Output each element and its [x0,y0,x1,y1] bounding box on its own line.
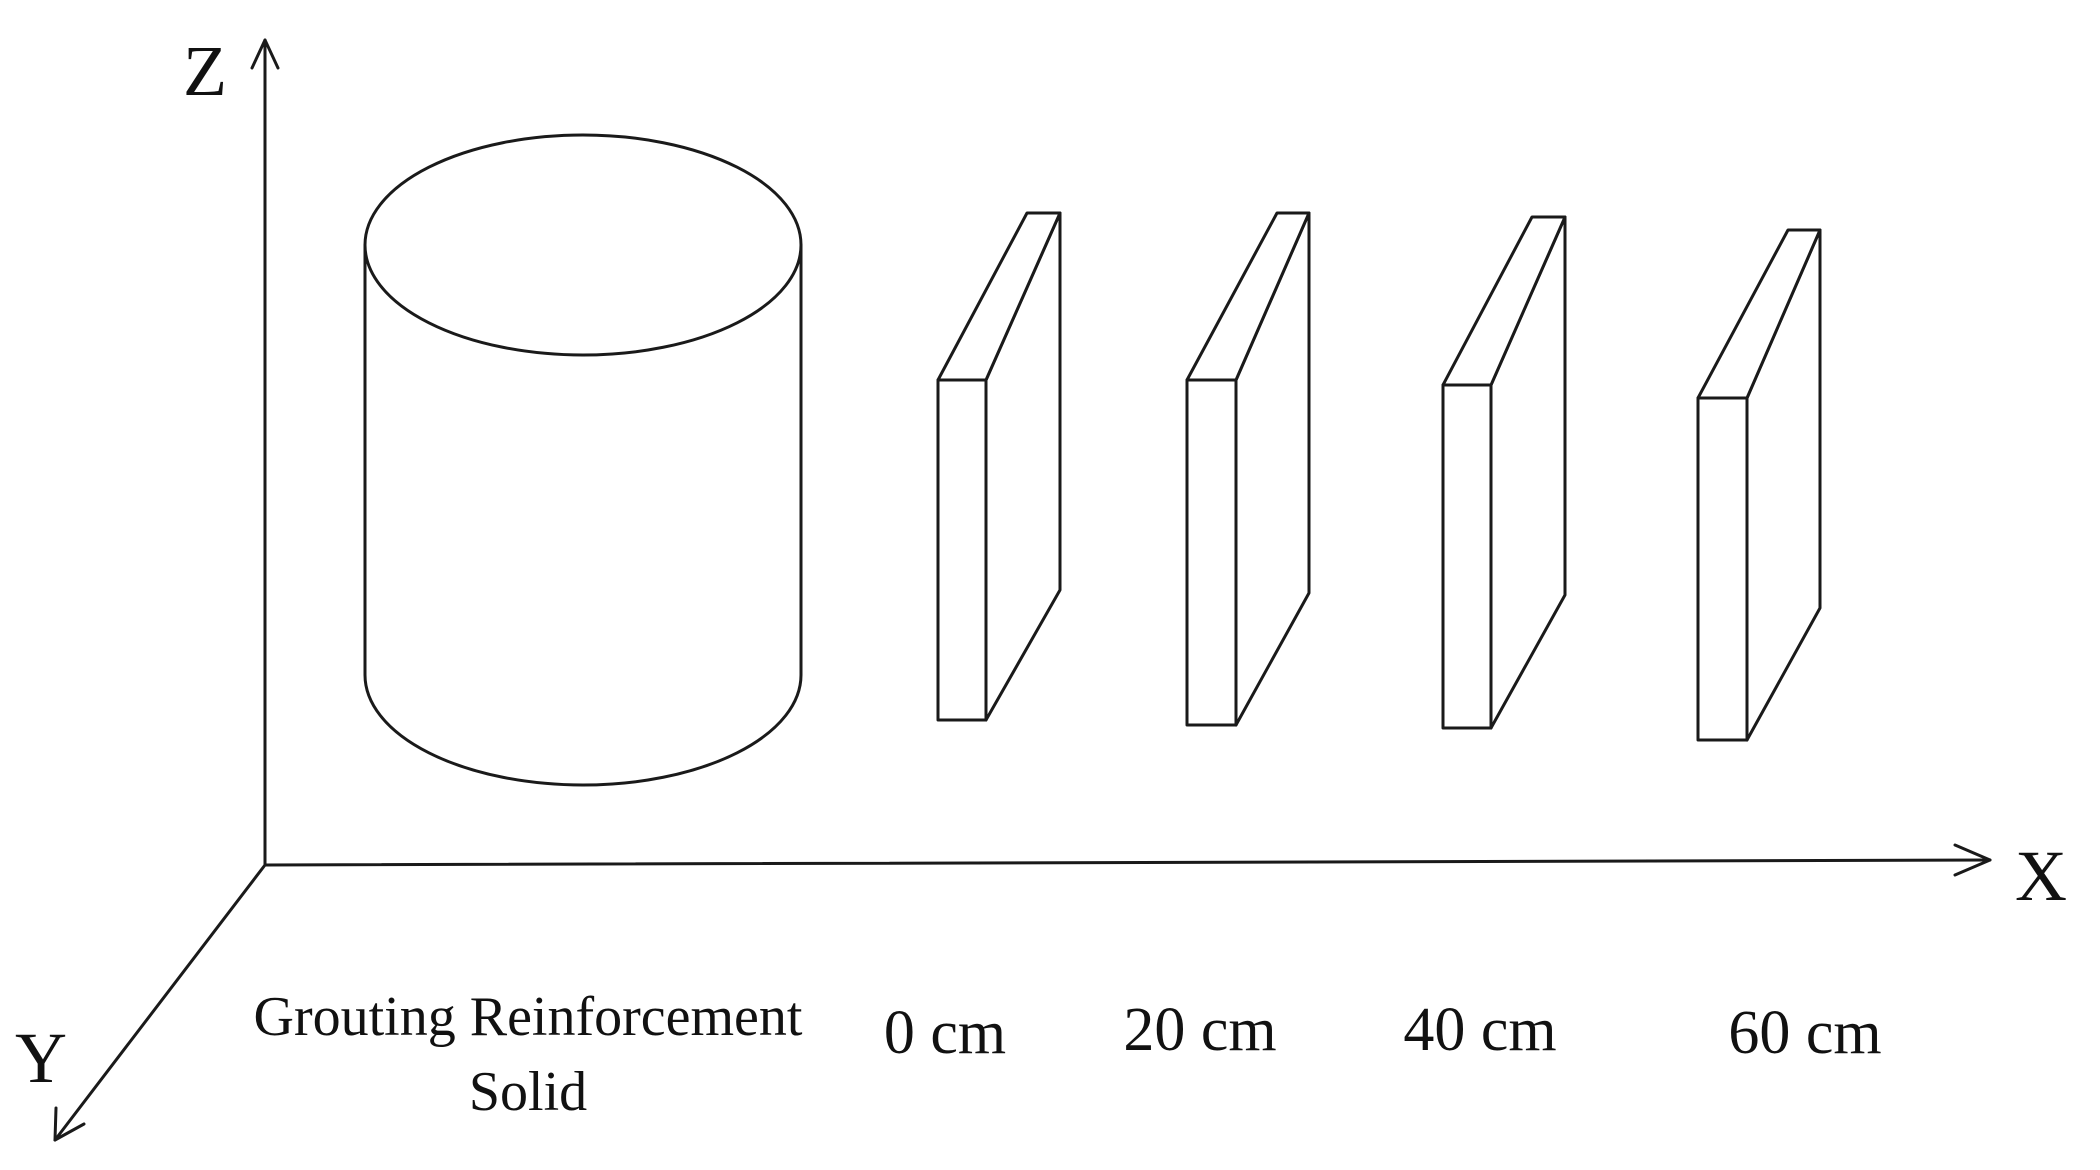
plate-20cm [1185,211,1311,727]
z-axis-arrowhead [250,38,280,70]
cylinder-top [363,133,803,357]
plate-front [1696,396,1749,742]
plate-label-20cm: 20 cm [1123,996,1276,1064]
solid-label-line1: Grouting Reinforcement [254,986,803,1048]
x-axis-label: X [2015,836,2067,916]
plate-60cm [1696,228,1822,742]
y-axis-arrowhead [53,1106,86,1142]
plate-0cm [936,211,1062,722]
y-axis-label: Y [15,1018,67,1098]
z-axis-label: Z [183,31,227,111]
grouting-solid-cylinder [363,133,803,787]
plate-front [936,378,988,722]
plate-front [1441,383,1493,730]
plate-label-60cm: 60 cm [1728,999,1881,1067]
solid-label-line2: Solid [469,1061,587,1123]
cylinder-body [363,243,803,787]
x-axis-arrowhead [1953,843,1992,877]
x-axis [263,858,1992,867]
plate-label-40cm: 40 cm [1403,996,1556,1064]
plate-40cm [1441,215,1567,730]
plate-label-0cm: 0 cm [884,999,1006,1067]
axes: Z X Y [15,31,2067,1142]
y-axis [53,863,267,1142]
labels: Grouting Reinforcement Solid 0 cm 20 cm … [254,986,1882,1123]
plate-front [1185,378,1238,727]
